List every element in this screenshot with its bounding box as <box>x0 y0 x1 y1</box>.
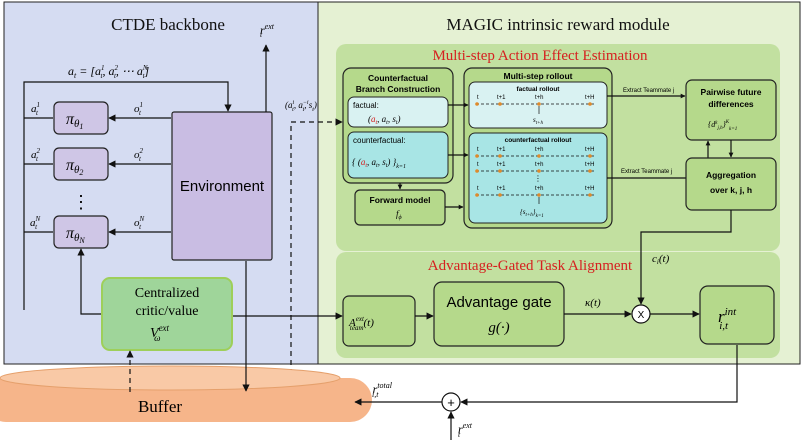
critic-label-1: Centralized <box>135 286 200 301</box>
fr-th: t+h <box>535 95 544 101</box>
svg-text:t+H: t+H <box>585 186 595 192</box>
multistep-title: Multi-step Action Effect Estimation <box>432 48 648 64</box>
buffer-top-ellipse <box>0 365 341 391</box>
svg-text:t: t <box>477 162 479 168</box>
a-team-box <box>342 295 416 347</box>
svg-text:t+1: t+1 <box>497 186 506 192</box>
svg-text:t+h: t+h <box>535 186 544 192</box>
cf-rollout-row-1: t t+1 t+h t+H <box>475 147 596 158</box>
fr-s: st+h <box>533 116 543 126</box>
advantage-gate-label-2: g(·) <box>488 320 509 336</box>
factual-box <box>347 96 449 128</box>
arrow-rint-to-plus <box>460 345 738 406</box>
fr-dot-0 <box>475 102 479 106</box>
advantage-gate-label-1: Advantage gate <box>446 294 551 311</box>
r-int-box <box>699 285 775 345</box>
advantage-title: Advantage-Gated Task Alignment <box>428 258 633 274</box>
fr-dot-2 <box>537 102 541 106</box>
forward-model-label-1: Forward model <box>370 195 431 205</box>
factual-label: factual: <box>353 101 379 110</box>
svg-text:t+H: t+H <box>585 162 595 168</box>
svg-text:t+H: t+H <box>585 147 595 153</box>
arrow-actions-to-env <box>23 81 232 310</box>
pairwise-label-2: differences <box>708 99 754 109</box>
policy-box-n <box>53 215 109 249</box>
rollout-title: Multi-step rollout <box>504 71 573 81</box>
svg-text:t+1: t+1 <box>497 162 506 168</box>
critic-box <box>101 277 233 351</box>
critic-label-2: critic/value <box>136 304 199 319</box>
buffer-label: Buffer <box>138 397 182 416</box>
fr-t: t <box>477 95 479 101</box>
aggregation-box <box>685 157 777 211</box>
forward-model-label-2: fϕ <box>396 209 402 221</box>
arrow-critic-to-policy <box>77 248 101 315</box>
environment-box <box>171 111 273 261</box>
fr-dot-3 <box>588 102 592 106</box>
policy-label-2: πθ2 <box>66 157 83 177</box>
factual-rollout-label: factual rollout <box>517 86 561 93</box>
svg-text:t+h: t+h <box>535 147 544 153</box>
policy-dots: ⋮ <box>72 192 90 212</box>
multiply-symbol: X <box>638 310 645 321</box>
arrow-agg-to-times <box>637 210 732 305</box>
counterfactual-label: counterfactual: <box>353 136 405 145</box>
cf-rollout-set: {st+h}k=1 <box>520 208 544 219</box>
svg-text:t+h: t+h <box>535 162 544 168</box>
cf-rollout-label: counterfactual rollout <box>505 137 573 144</box>
cf-rollout-row-3: t t+1 t+h t+H <box>475 186 596 204</box>
advantage-gate-box <box>433 281 565 347</box>
right-panel-title: MAGIC intrinsic reward module <box>446 15 669 34</box>
svg-text:t+1: t+1 <box>497 147 506 153</box>
extract-label-2: Extract Teammate j <box>621 169 672 175</box>
cf-rollout-row-2: t t+1 t+h t+H <box>475 162 596 173</box>
policy-label-1: πθ1 <box>66 111 83 131</box>
fr-t1: t+1 <box>497 95 506 101</box>
cf-branch-title-1: Counterfactual <box>368 73 428 83</box>
cf-rollout-dots: ⋮ <box>534 174 542 183</box>
plus-symbol: + <box>447 395 455 410</box>
aggregation-label-1: Aggregation <box>706 170 756 180</box>
policy-box-1 <box>53 101 109 135</box>
environment-label: Environment <box>180 178 265 195</box>
left-panel-title: CTDE backbone <box>111 15 225 34</box>
fr-tH: t+H <box>585 95 595 101</box>
kappa-label: κ(t) <box>585 297 601 309</box>
policy-label-n: πθN <box>66 225 85 245</box>
dashed-buffer-to-cf <box>290 118 343 392</box>
aggregation-label-2: over k, j, h <box>710 185 752 195</box>
ci-label: ci(t) <box>652 253 670 266</box>
cf-branch-title-2: Branch Construction <box>356 84 441 94</box>
policy-box-2 <box>53 147 109 181</box>
pairwise-label-1: Pairwise future <box>701 87 762 97</box>
svg-text:t: t <box>477 186 479 192</box>
extract-label-1: Extract Teammate j <box>623 88 674 94</box>
svg-text:t: t <box>477 147 479 153</box>
fr-dot-1 <box>498 102 502 106</box>
